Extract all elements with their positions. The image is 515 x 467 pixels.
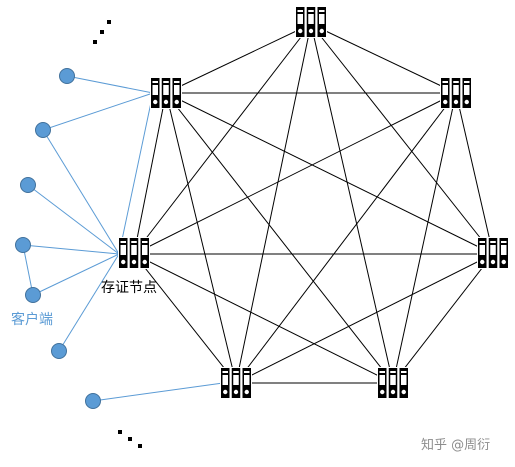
mesh-line (392, 253, 494, 384)
mesh-line (392, 92, 457, 384)
mesh-line (165, 23, 312, 94)
client-dots (15, 68, 101, 409)
mesh-line (133, 92, 167, 255)
client-line (42, 129, 120, 255)
client-line (22, 244, 34, 296)
mesh-line (310, 23, 457, 94)
mesh-line (455, 92, 494, 255)
client-line (92, 382, 224, 402)
ellipsis-bottom (118, 430, 142, 448)
mesh-line (133, 253, 394, 384)
client-line (27, 184, 120, 255)
server-rack-icon (477, 237, 509, 269)
watermark: 知乎 @周衍 (421, 438, 491, 453)
server-rack-icon (118, 237, 150, 269)
nodes (118, 6, 509, 399)
mesh-line (235, 253, 494, 384)
server-rack-icon (377, 367, 409, 399)
client-dot (85, 393, 101, 409)
mesh-line (310, 23, 494, 255)
mesh-line (310, 23, 394, 384)
server-rack-icon (150, 77, 182, 109)
mesh-lines (133, 23, 494, 384)
mesh-line (165, 92, 494, 255)
node-label: 存证节点 (101, 280, 157, 296)
server-rack-icon (295, 6, 327, 38)
mesh-line (235, 23, 312, 384)
client-dot (51, 343, 67, 359)
client-dot (20, 177, 36, 193)
client-dot (35, 122, 51, 138)
mesh-line (165, 92, 394, 384)
client-dot (15, 237, 31, 253)
client-lines (22, 75, 224, 402)
client-line (58, 253, 120, 352)
server-rack-icon (220, 367, 252, 399)
client-line (42, 92, 154, 131)
client-line (66, 75, 154, 94)
mesh-line (133, 23, 312, 255)
client-line (32, 253, 120, 296)
client-dot (59, 68, 75, 84)
client-dot (25, 287, 41, 303)
mesh-line (235, 92, 457, 384)
client-label: 客户端 (11, 312, 53, 328)
mesh-line (133, 92, 457, 255)
client-line (118, 92, 154, 255)
server-rack-icon (440, 77, 472, 109)
ellipsis-top (93, 20, 111, 44)
mesh-line (165, 92, 237, 384)
mesh-line (133, 253, 237, 384)
client-line (22, 244, 120, 255)
